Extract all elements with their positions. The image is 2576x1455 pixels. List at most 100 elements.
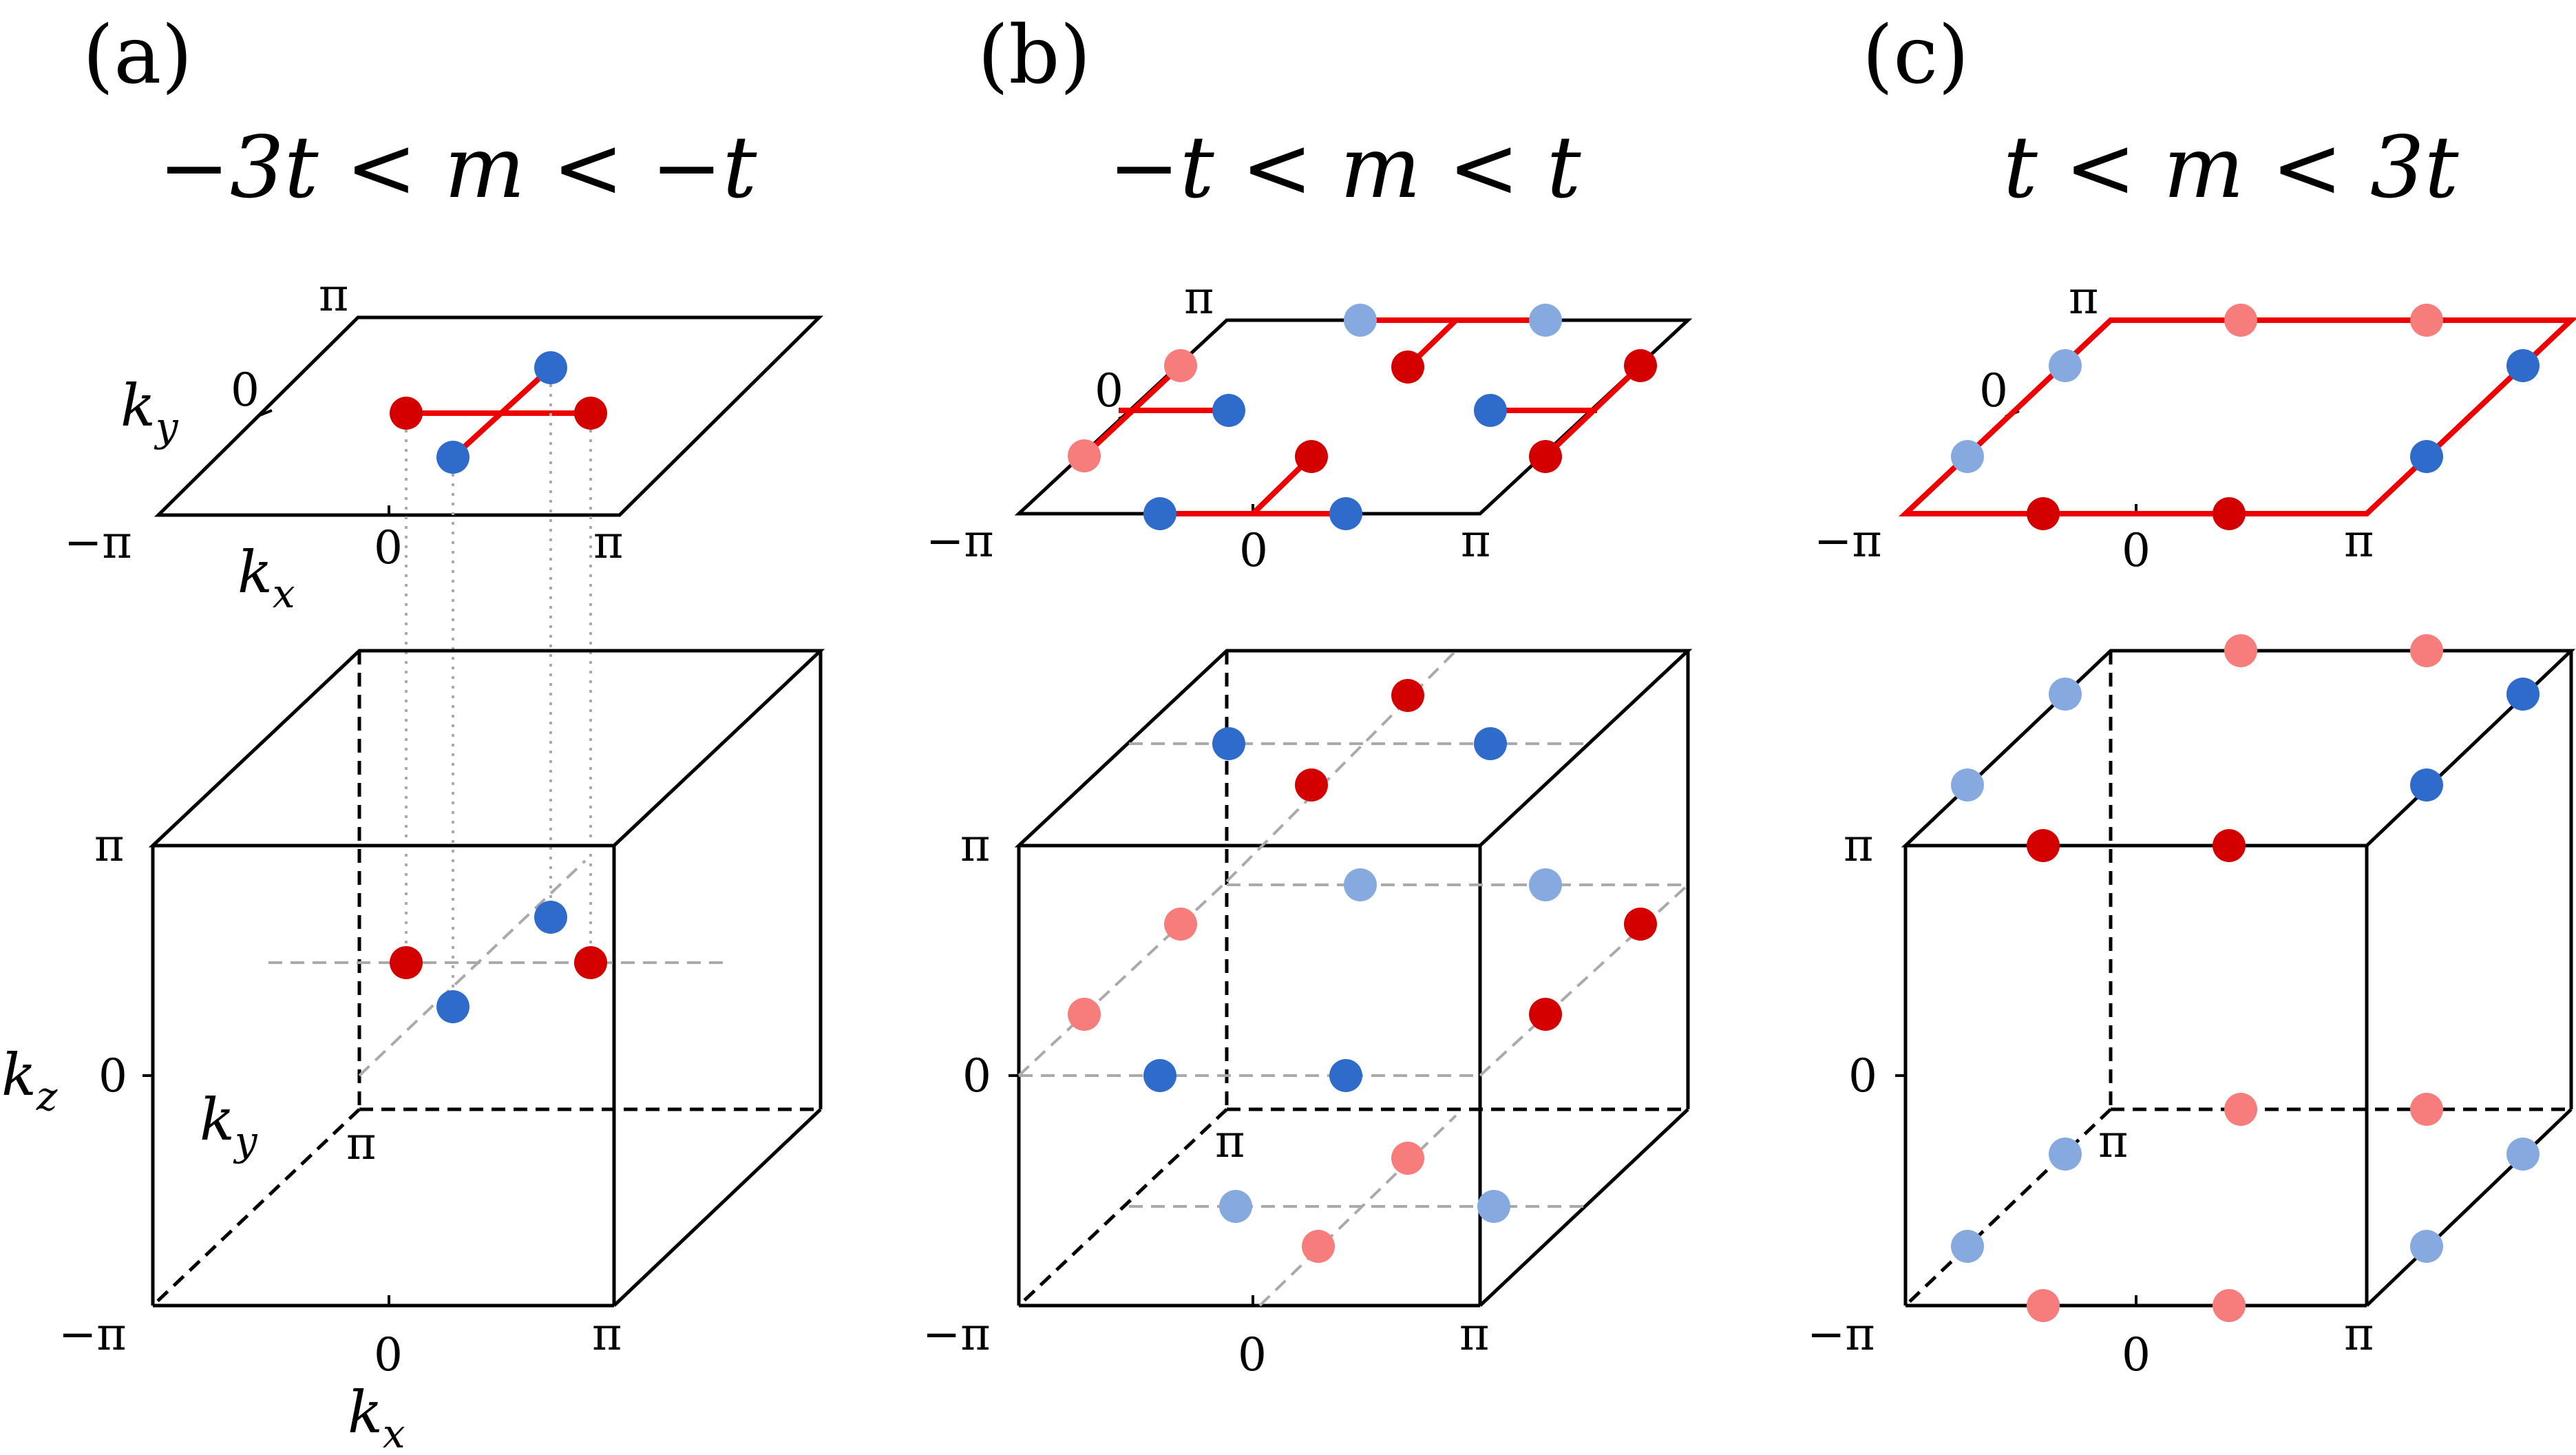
panel-a-plane-kx-minus-pi: −π	[64, 516, 132, 569]
panel-a-plane-kx-zero: 0	[374, 521, 403, 574]
weyl-node	[1391, 679, 1424, 712]
weyl-node	[1143, 1059, 1176, 1092]
weyl-node-projection	[1474, 394, 1507, 427]
weyl-node-projection	[1212, 394, 1245, 427]
panel-b-label: (b)	[978, 9, 1091, 102]
weyl-node	[2213, 1289, 2246, 1322]
weyl-node-projection	[574, 397, 607, 430]
weyl-node-projection	[1344, 304, 1377, 337]
panel-b-cube-kx-pi: π	[1459, 1308, 1489, 1361]
weyl-node	[2049, 678, 2082, 711]
panel-a-projection-lines	[405, 384, 592, 1007]
panel-c-plane-kx-zero: 0	[2122, 524, 2151, 577]
weyl-node	[1344, 868, 1377, 901]
panel-a-plane-kx-pi: π	[593, 516, 623, 569]
panel-a-cube-kx-minus-pi: −π	[59, 1308, 127, 1361]
weyl-node-negative	[436, 990, 469, 1023]
panel-a-cube-kx-label: kx	[348, 1379, 405, 1455]
panel-b-cube-ky-pi: π	[1215, 1115, 1245, 1168]
weyl-node-projection	[2213, 497, 2246, 530]
weyl-node	[1164, 908, 1197, 941]
weyl-node-projection	[2049, 349, 2082, 382]
panel-a-cube-ky-label: ky	[200, 1086, 258, 1164]
weyl-node	[1068, 998, 1101, 1031]
weyl-node	[2410, 768, 2443, 802]
panel-b: (b) −t < m < t	[922, 9, 1693, 1381]
weyl-node	[1951, 768, 1984, 802]
panel-a-cube-ky-pi: π	[346, 1117, 376, 1170]
weyl-node	[2027, 1289, 2060, 1322]
panel-b-plane-ky-pi: π	[1184, 271, 1214, 324]
weyl-node	[1329, 1059, 1362, 1092]
panel-a-cube-kx-pi: π	[592, 1308, 622, 1361]
panel-c-cube-ky-pi: π	[2098, 1115, 2128, 1168]
panel-b-plane-kx-pi: π	[1461, 514, 1490, 567]
weyl-node	[2027, 829, 2060, 862]
panel-c-cube-kz-pi: π	[1844, 819, 1873, 872]
weyl-node-projection	[1529, 304, 1562, 337]
panel-c-plane-kx-pi: π	[2344, 514, 2374, 567]
weyl-node	[1951, 1230, 1984, 1263]
panel-a-plane-ky-zero: 0	[231, 364, 260, 417]
weyl-node	[1477, 1190, 1510, 1223]
weyl-node	[2506, 678, 2540, 711]
weyl-node-projection	[2027, 497, 2060, 530]
weyl-node-projection	[1068, 439, 1101, 472]
panel-c-plane-ky-pi: π	[2069, 271, 2098, 324]
weyl-node	[2506, 1138, 2540, 1171]
panel-b-plane-ky-zero: 0	[1095, 364, 1123, 417]
weyl-node-projection	[1391, 350, 1424, 384]
panel-b-surface-bz: π 0 −π 0 π	[926, 271, 1693, 577]
weyl-node	[1474, 727, 1507, 760]
weyl-node-projection	[1329, 497, 1362, 530]
weyl-node	[1624, 908, 1657, 941]
weyl-node	[1391, 1142, 1424, 1175]
weyl-node-projection	[1951, 440, 1984, 473]
weyl-node	[1529, 998, 1562, 1031]
panel-c-label: (c)	[1862, 9, 1969, 102]
panel-c-cube-kz-zero: 0	[1848, 1049, 1877, 1102]
panel-a-cube-kx-zero: 0	[374, 1328, 403, 1381]
weyl-node	[2410, 1093, 2443, 1126]
weyl-node-negative	[534, 901, 567, 934]
panel-a-condition: −3t < m < −t	[158, 118, 758, 218]
panel-b-cube-kz-zero: 0	[962, 1049, 991, 1102]
panel-a: (a) −3t < m < −t π 0 −π 0 π ky kx	[1, 9, 825, 1455]
panel-b-cube-kx-zero: 0	[1238, 1328, 1267, 1381]
panel-c-cube-kx-pi: π	[2344, 1308, 2374, 1361]
panel-a-cube-kz-label: kz	[1, 1041, 58, 1120]
weyl-node-projection	[2410, 440, 2443, 473]
weyl-node-positive	[574, 946, 607, 979]
weyl-node	[1302, 1230, 1335, 1263]
weyl-node	[2410, 1230, 2443, 1263]
weyl-node	[2049, 1138, 2082, 1171]
panel-c-cube-kx-zero: 0	[2122, 1328, 2151, 1381]
panel-a-plane-ky-pi: π	[319, 269, 348, 322]
weyl-node-projection	[1164, 349, 1197, 382]
panel-a-surface-plane	[154, 315, 824, 517]
panel-c-plane-ky-zero: 0	[1979, 364, 2008, 417]
weyl-node	[2224, 634, 2257, 667]
weyl-node-projection	[390, 397, 423, 430]
panel-b-plane-kx-minus-pi: −π	[926, 514, 994, 567]
weyl-node-projection	[436, 441, 469, 474]
weyl-node	[1212, 727, 1245, 760]
panel-b-condition: −t < m < t	[1108, 118, 1582, 218]
panel-a-cube-kz-pi: π	[94, 819, 124, 872]
weyl-node-projection	[2224, 304, 2257, 337]
panel-c-plane-kx-minus-pi: −π	[1814, 514, 1882, 567]
weyl-node-projection	[1624, 349, 1657, 382]
weyl-node-projection	[2506, 349, 2540, 382]
panel-c: (c) t < m < 3t π 0 −π 0 π	[1807, 9, 2576, 1381]
panel-c-bulk-bz: π 0 π −π 0 π	[1807, 634, 2576, 1381]
panel-a-ky-zero-tick	[257, 409, 273, 417]
weyl-node	[2410, 634, 2443, 667]
panel-a-label: (a)	[83, 9, 193, 102]
panel-c-surface-bz: π 0 −π 0 π	[1814, 271, 2576, 577]
weyl-node-positive	[390, 946, 423, 979]
panel-a-fermi-arc	[451, 366, 553, 459]
panel-c-cube-kx-minus-pi: −π	[1807, 1308, 1875, 1361]
panel-b-cube-kx-minus-pi: −π	[922, 1308, 991, 1361]
panel-a-cube-kz-zero: 0	[98, 1049, 127, 1102]
